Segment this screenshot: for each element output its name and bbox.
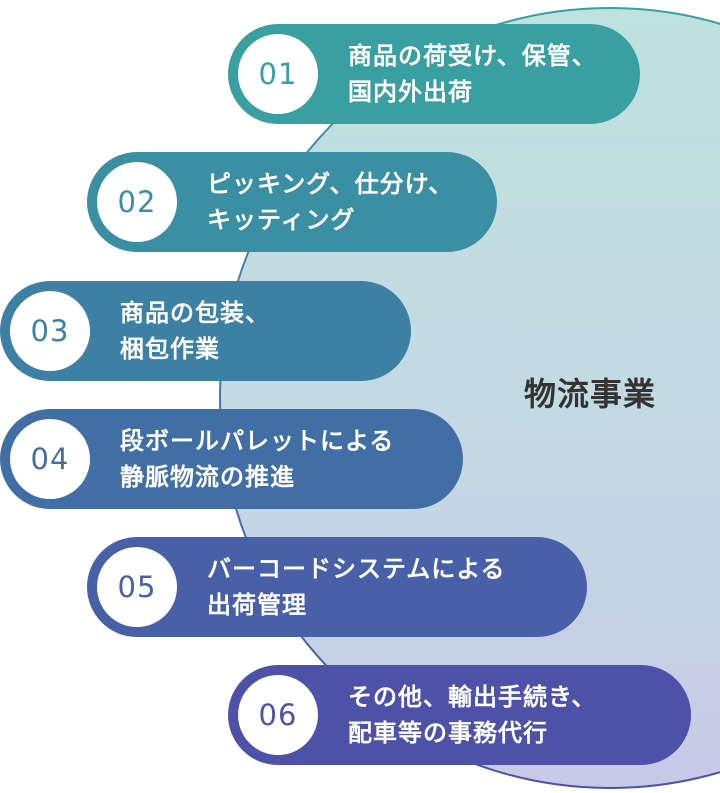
step-05-pill: 05 バーコードシステムによる 出荷管理: [87, 537, 587, 637]
step-number-badge: 02: [97, 162, 177, 242]
step-02-pill: 02 ピッキング、仕分け、 キッティング: [87, 152, 497, 252]
step-03-pill: 03 商品の包装、 梱包作業: [0, 281, 411, 381]
step-number-badge: 04: [10, 419, 90, 499]
step-number-badge: 03: [10, 291, 90, 371]
center-title: 物流事業: [523, 375, 656, 413]
step-text-line: ピッキング、仕分け、: [207, 170, 454, 198]
step-number-badge: 05: [97, 547, 177, 627]
step-06-pill: 06 その他、輸出手続き、 配車等の事務代行: [228, 665, 691, 765]
step-text-line: 国内外出荷: [348, 78, 473, 106]
step-text: バーコードシステムによる 出荷管理: [207, 551, 563, 623]
step-01-pill: 01 商品の荷受け、保管、 国内外出荷: [228, 24, 640, 124]
step-text-line: キッティング: [207, 206, 356, 234]
step-text-line: バーコードシステムによる: [207, 555, 506, 583]
step-text: 段ボールパレットによる 静脈物流の推進: [120, 423, 439, 495]
step-text-line: その他、輸出手続き、: [348, 683, 597, 711]
step-text-line: 配車等の事務代行: [348, 719, 548, 747]
step-text-line: 梱包作業: [120, 335, 220, 363]
step-text-line: 出荷管理: [207, 591, 307, 619]
step-text-line: 商品の荷受け、保管、: [348, 42, 597, 70]
step-number-badge: 06: [238, 675, 318, 755]
step-text-line: 商品の包装、: [120, 299, 270, 327]
step-number-badge: 01: [238, 34, 318, 114]
step-04-pill: 04 段ボールパレットによる 静脈物流の推進: [0, 409, 463, 509]
step-text: ピッキング、仕分け、 キッティング: [207, 166, 473, 238]
step-text: その他、輸出手続き、 配車等の事務代行: [348, 679, 667, 751]
step-text-line: 段ボールパレットによる: [120, 427, 395, 455]
step-text-line: 静脈物流の推進: [120, 463, 295, 491]
step-text: 商品の荷受け、保管、 国内外出荷: [348, 38, 616, 110]
step-text: 商品の包装、 梱包作業: [120, 295, 387, 367]
